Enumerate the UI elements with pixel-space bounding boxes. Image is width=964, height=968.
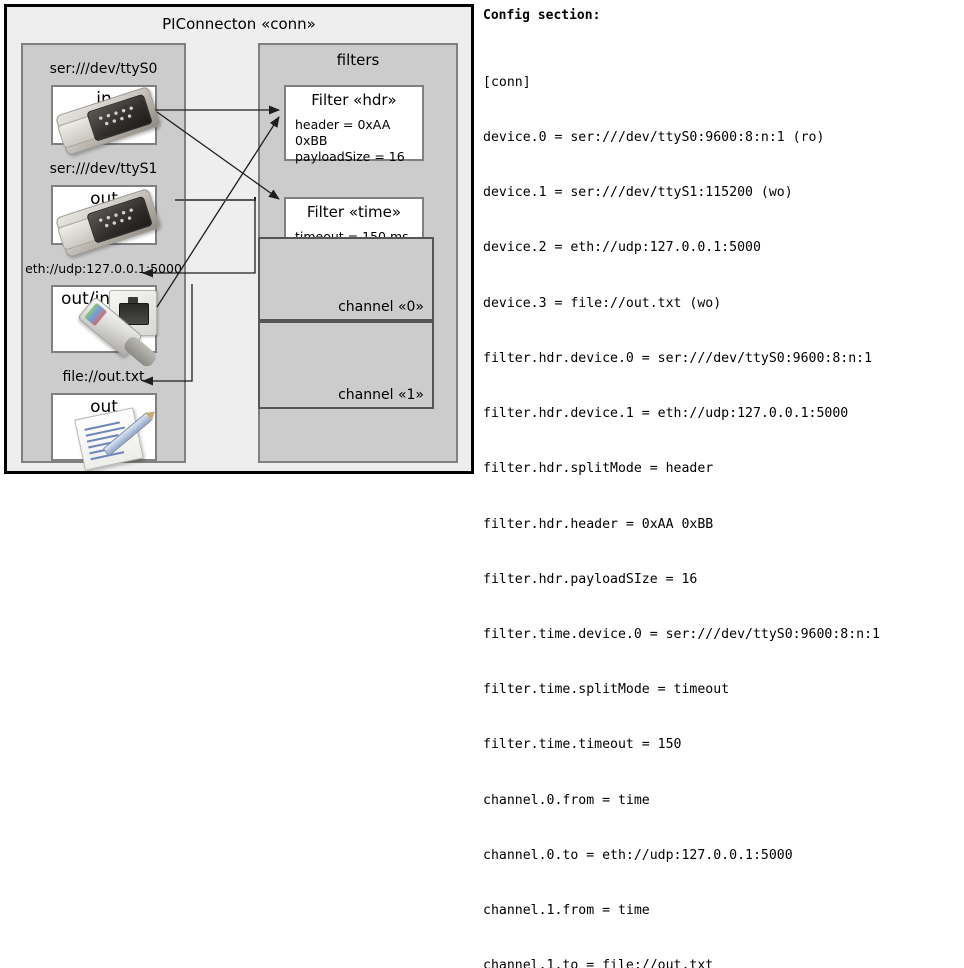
filter-hdr-attrs: header = 0xAA 0xBB payloadSize = 16 <box>295 117 422 165</box>
config-heading: Config section: <box>483 8 601 23</box>
config-section: Config section: [conn] device.0 = ser://… <box>483 8 958 968</box>
channel-1-label: channel «1» <box>338 387 424 403</box>
config-line: filter.time.device.0 = ser:///dev/ttyS0:… <box>483 627 880 642</box>
filter-time-title: Filter «time» <box>306 203 402 221</box>
config-line: channel.1.to = file://out.txt <box>483 958 714 968</box>
filter-hdr-title: Filter «hdr» <box>311 91 397 109</box>
connector-outer-frame: PIConnecton «conn» ser:///dev/ttyS0 in s… <box>4 4 474 474</box>
config-line: filter.hdr.device.0 = ser:///dev/ttyS0:9… <box>483 350 873 366</box>
devices-panel: ser:///dev/ttyS0 in ser:///dev/ttyS1 out… <box>21 43 186 471</box>
filters-panel: filters Filter «hdr» header = 0xAA 0xBB … <box>258 43 458 463</box>
config-line: filter.hdr.device.1 = eth://udp:127.0.0.… <box>483 406 849 422</box>
channel-region-0: channel «0» <box>258 237 434 321</box>
config-line: device.3 = file://out.txt (wo) <box>483 295 722 311</box>
config-line: filter.hdr.header = 0xAA 0xBB <box>483 516 714 532</box>
diagram-title: PIConnecton «conn» <box>162 15 316 33</box>
device-box-ttyS1: out <box>51 185 162 259</box>
filters-panel-title: filters <box>336 51 380 69</box>
device-label-file: file://out.txt <box>62 369 145 385</box>
config-line: channel.0.from = time <box>483 792 650 808</box>
config-lines: [conn] device.0 = ser:///dev/ttyS0:9600:… <box>483 37 958 968</box>
diagram-page: PIConnecton «conn» ser:///dev/ttyS0 in s… <box>4 4 880 968</box>
device-label-ttyS1: ser:///dev/ttyS1 <box>49 161 158 177</box>
filter-box-hdr: Filter «hdr» header = 0xAA 0xBB payloadS… <box>284 85 424 164</box>
config-line: filter.hdr.splitMode = header <box>483 461 714 477</box>
device-label-eth: eth://udp:127.0.0.1:5000 <box>25 261 182 276</box>
channel-region-1: channel «1» <box>258 321 434 409</box>
device-box-file: out <box>51 393 159 471</box>
filter-hdr-attr-payload: payloadSize = 16 <box>295 149 405 164</box>
config-line: channel.1.from = time <box>483 903 650 919</box>
config-line: filter.hdr.payloadSIze = 16 <box>483 571 698 587</box>
device-label-ttyS0: ser:///dev/ttyS0 <box>49 61 158 77</box>
filter-hdr-attr-header: header = 0xAA 0xBB <box>295 117 391 148</box>
device-box-ttyS0: in <box>51 85 162 157</box>
config-line: device.1 = ser:///dev/ttyS1:115200 (wo) <box>483 185 793 201</box>
config-line: device.0 = ser:///dev/ttyS0:9600:8:n:1 (… <box>483 130 825 146</box>
config-line: channel.0.to = eth://udp:127.0.0.1:5000 <box>483 847 793 863</box>
device-box-eth: out/in <box>51 285 159 370</box>
config-line: device.2 = eth://udp:127.0.0.1:5000 <box>483 240 761 256</box>
config-line: [conn] <box>483 74 531 90</box>
channel-0-label: channel «0» <box>338 299 424 315</box>
config-line: filter.time.splitMode = timeout <box>483 682 730 698</box>
config-line: filter.time.timeout = 150 <box>483 737 682 753</box>
